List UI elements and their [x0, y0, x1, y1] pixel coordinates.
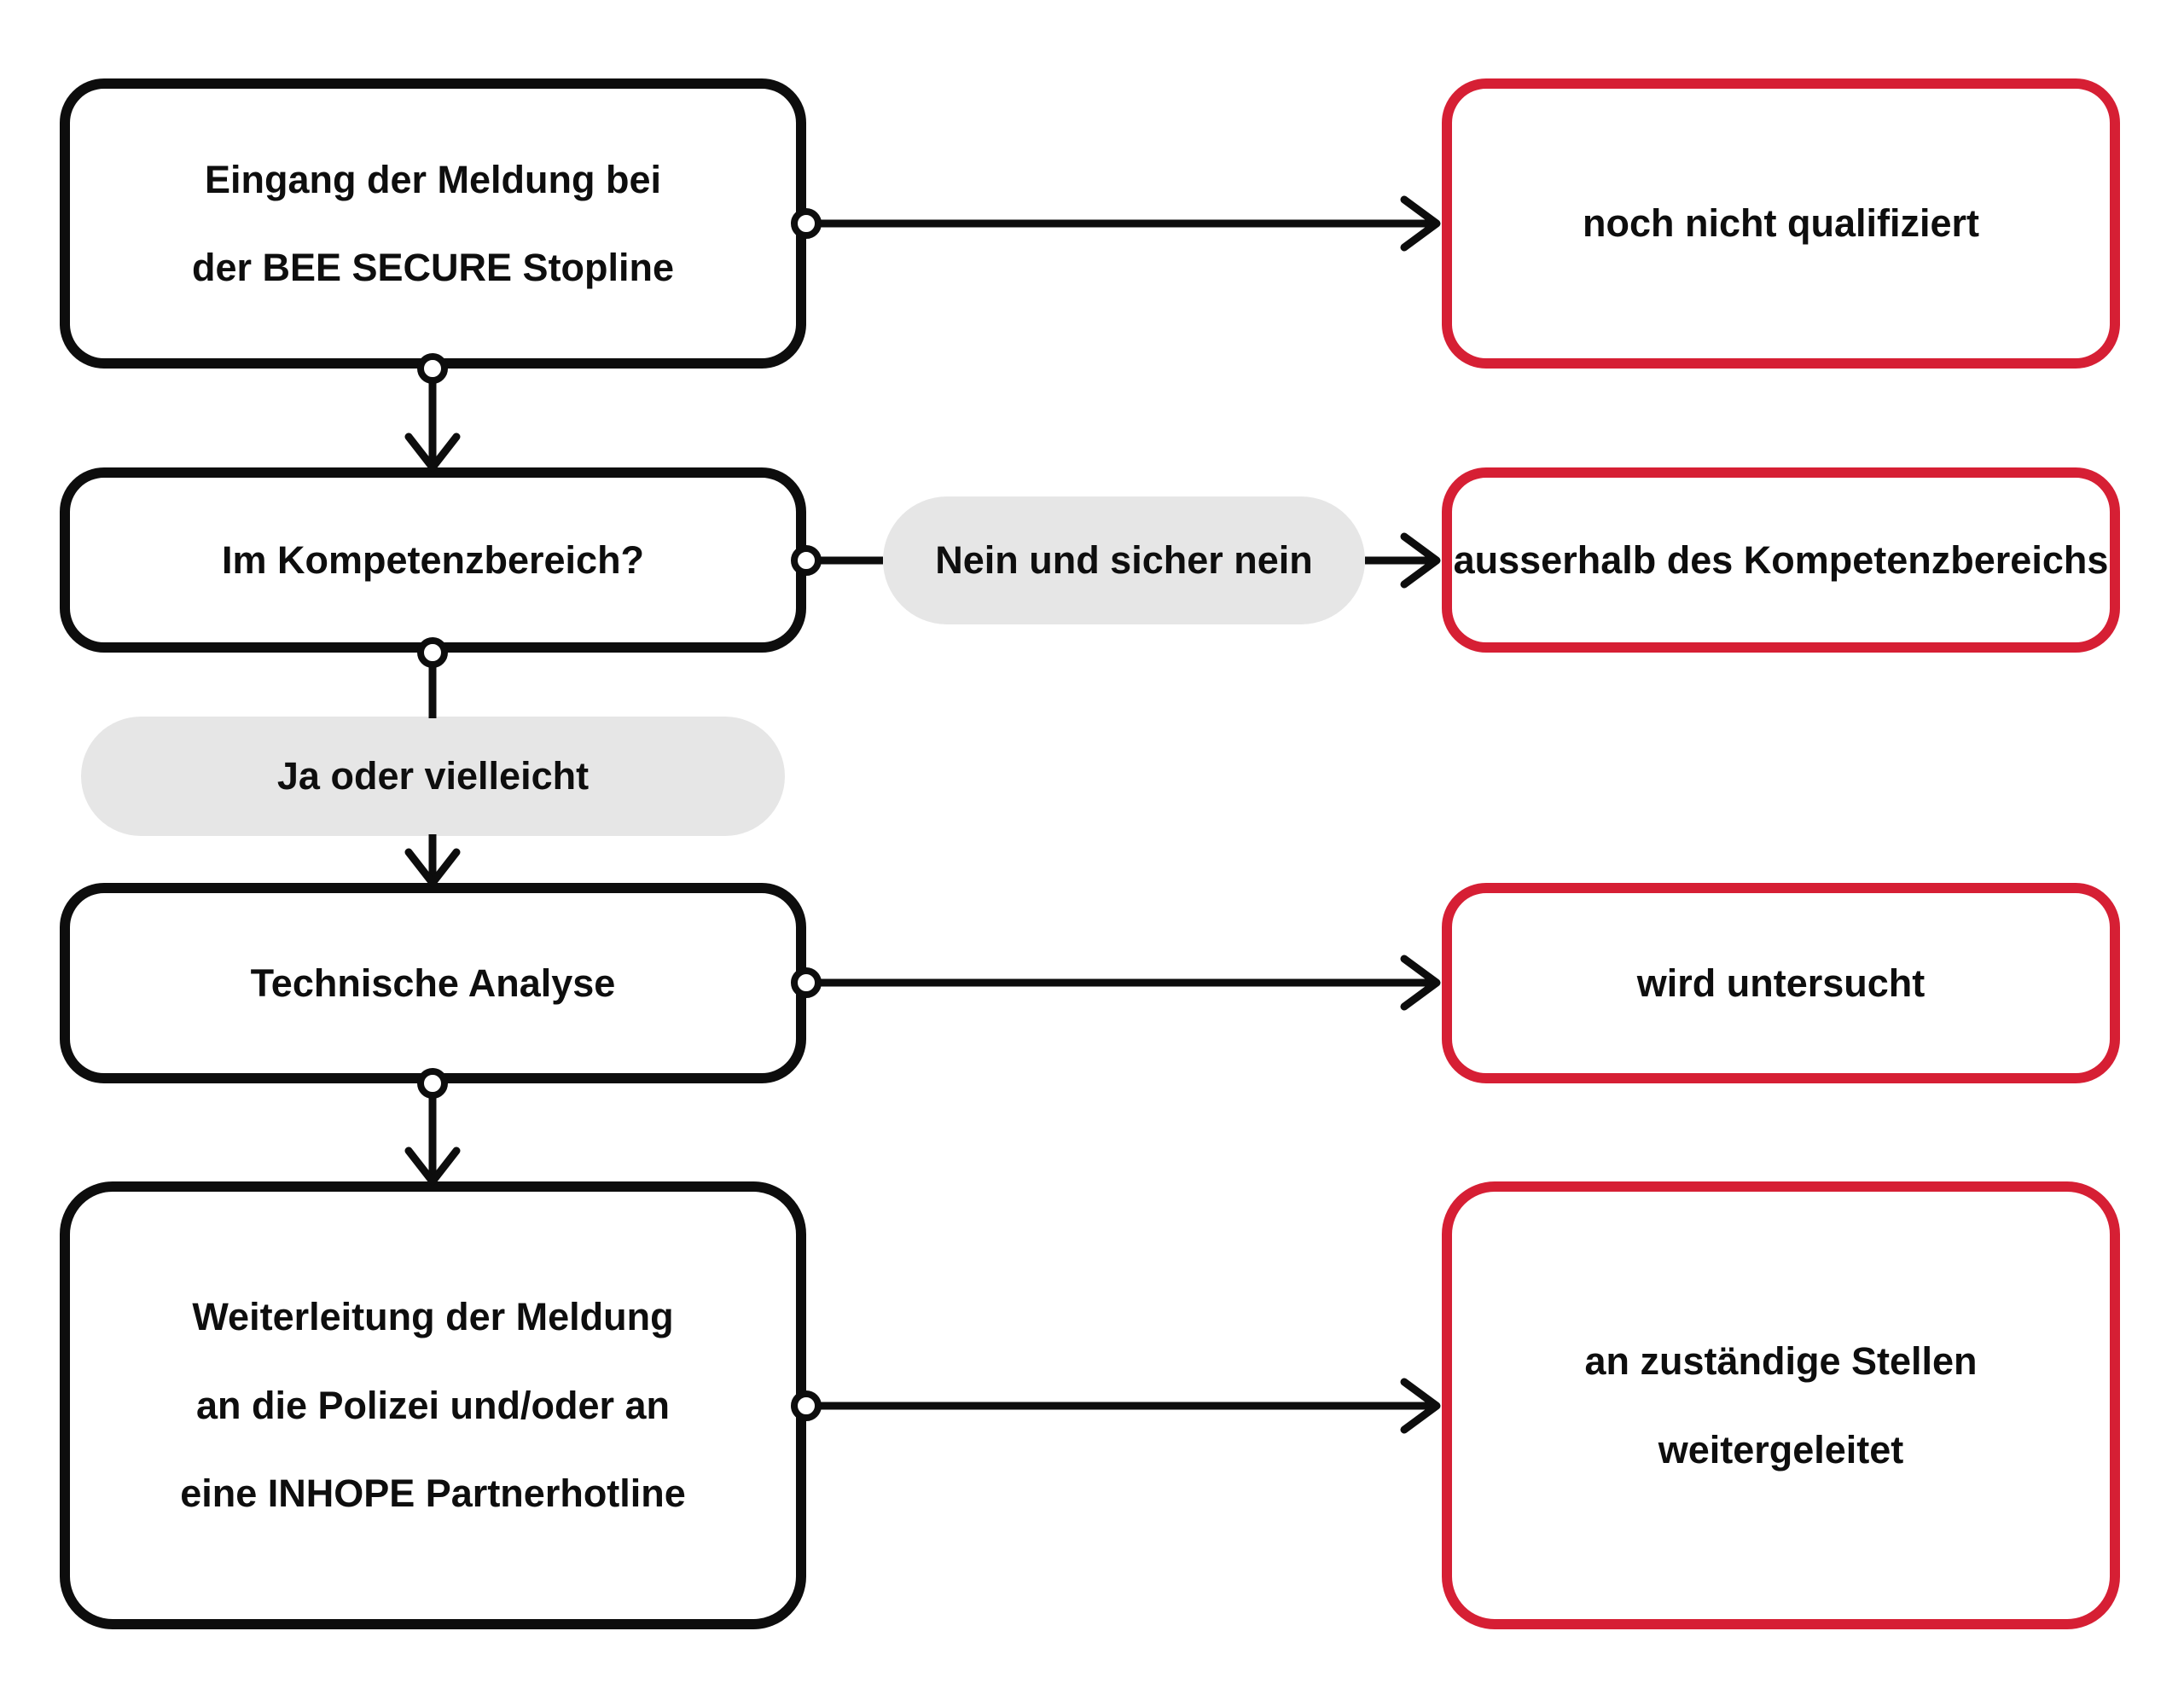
arrowhead-kompetenz	[404, 432, 461, 472]
arrowhead-nochnicht	[1400, 195, 1441, 252]
arrowhead-ausserhalb	[1400, 532, 1441, 589]
node-im-kompetenzbereich-label: Im Kompetenzbereich?	[221, 537, 645, 582]
node-weiterleitung: Weiterleitung der Meldung an die Polizei…	[60, 1181, 806, 1629]
branch-pill-nein-und-sicher-nein: Nein und sicher nein	[883, 496, 1365, 624]
arrowhead-stellen	[1400, 1378, 1441, 1434]
arrowhead-weiterleitung	[404, 1146, 461, 1186]
node-wird-untersucht: wird untersucht	[1442, 883, 2120, 1083]
arrowhead-untersucht	[1400, 955, 1441, 1011]
node-technische-analyse-label: Technische Analyse	[250, 961, 616, 1005]
node-an-zustaendige-stellen: an zuständige Stellen weitergeleitet	[1442, 1181, 2120, 1629]
branch-pill-ja-label: Ja oder vielleicht	[276, 754, 590, 798]
arrowhead-analyse	[404, 848, 461, 887]
node-weiterleitung-label: Weiterleitung der Meldung an die Polizei…	[180, 1295, 686, 1516]
node-noch-nicht-qualifiziert-label: noch nicht qualifiziert	[1582, 201, 1979, 246]
node-im-kompetenzbereich: Im Kompetenzbereich?	[60, 467, 806, 653]
branch-pill-nein-label: Nein und sicher nein	[935, 538, 1313, 583]
node-eingang-label: Eingang der Meldung bei der BEE SECURE S…	[191, 157, 675, 290]
branch-pill-ja-oder-vielleicht: Ja oder vielleicht	[81, 717, 785, 836]
node-wird-untersucht-label: wird untersucht	[1636, 961, 1926, 1005]
node-noch-nicht-qualifiziert: noch nicht qualifiziert	[1442, 78, 2120, 369]
node-an-zustaendige-label: an zuständige Stellen weitergeleitet	[1584, 1339, 1978, 1472]
node-eingang-der-meldung: Eingang der Meldung bei der BEE SECURE S…	[60, 78, 806, 369]
node-ausserhalb-des-kompetenzbereichs: ausserhalb des Kompetenzbereichs	[1442, 467, 2120, 653]
node-technische-analyse: Technische Analyse	[60, 883, 806, 1083]
node-ausserhalb-label: ausserhalb des Kompetenzbereichs	[1453, 537, 2109, 582]
